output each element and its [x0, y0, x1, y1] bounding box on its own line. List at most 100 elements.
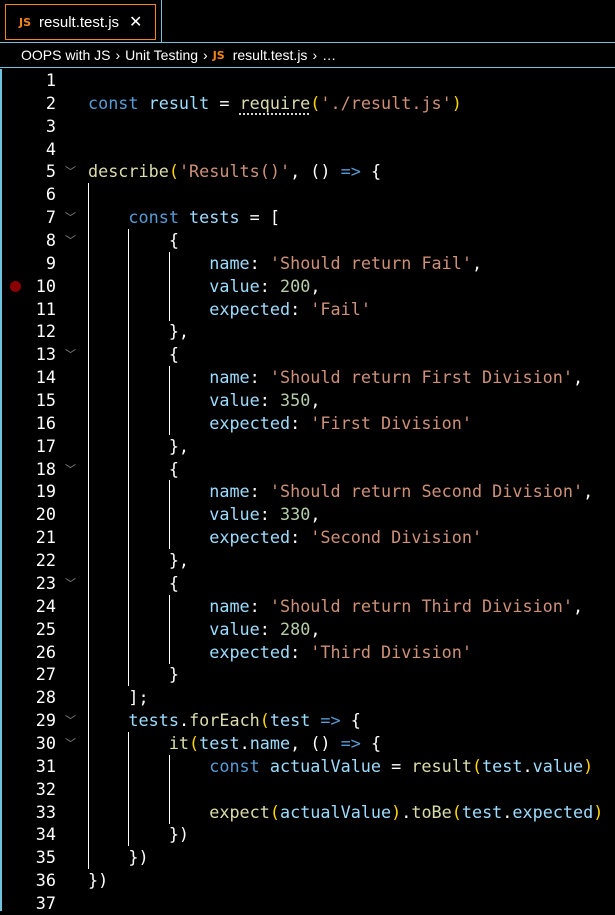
- line-number[interactable]: 1: [45, 70, 56, 90]
- close-icon[interactable]: ✕: [129, 14, 143, 31]
- line-number[interactable]: 2: [45, 92, 56, 113]
- indent-guide: [168, 526, 170, 550]
- code-line[interactable]: 11 expected: 'Fail': [2, 297, 615, 321]
- line-number[interactable]: 13: [35, 344, 56, 365]
- line-number[interactable]: 11: [35, 298, 56, 319]
- code-line[interactable]: 15 value: 350,: [2, 389, 615, 413]
- line-number[interactable]: 17: [35, 435, 56, 456]
- code-line[interactable]: 20 value: 330,: [2, 503, 615, 527]
- line-number[interactable]: 36: [35, 870, 56, 891]
- code-line[interactable]: 34 }): [2, 823, 615, 847]
- line-number[interactable]: 35: [35, 847, 56, 868]
- line-number[interactable]: 3: [45, 115, 56, 136]
- code-line[interactable]: 8﹀ {: [2, 229, 615, 253]
- breadcrumb-item[interactable]: OOPS with JS: [21, 47, 111, 63]
- breadcrumb-item[interactable]: Unit Testing: [125, 47, 199, 63]
- code-line[interactable]: 33 expect(actualValue).toBe(test.expecte…: [2, 800, 615, 824]
- breadcrumb-more[interactable]: …: [322, 47, 337, 63]
- line-number[interactable]: 6: [45, 184, 56, 205]
- fold-chevron-icon[interactable]: ﹀: [65, 576, 76, 590]
- fold-chevron-icon[interactable]: ﹀: [65, 736, 76, 750]
- code-line[interactable]: 7﹀ const tests = [: [2, 206, 615, 230]
- code-line[interactable]: 5﹀describe('Results()', () => {: [2, 160, 615, 183]
- line-number[interactable]: 23: [35, 572, 56, 593]
- indent-guide: [168, 640, 170, 664]
- code-line[interactable]: 4: [2, 138, 615, 161]
- line-number[interactable]: 14: [35, 367, 56, 388]
- code-line[interactable]: 28 ];: [2, 686, 615, 710]
- line-number[interactable]: 4: [45, 138, 56, 159]
- line-number[interactable]: 31: [35, 755, 56, 776]
- line-number[interactable]: 30: [35, 732, 56, 753]
- line-number[interactable]: 5: [45, 161, 56, 182]
- code-line[interactable]: 19 name: 'Should return Second Division'…: [2, 480, 615, 504]
- code-line[interactable]: 30﹀ it(test.name, () => {: [2, 731, 615, 755]
- code-text: value: 280,: [88, 618, 320, 641]
- line-number[interactable]: 26: [35, 641, 56, 662]
- line-number[interactable]: 24: [35, 595, 56, 616]
- code-line[interactable]: 16 expected: 'First Division': [2, 411, 615, 435]
- line-number[interactable]: 12: [35, 321, 56, 342]
- code-line[interactable]: 9 name: 'Should return Fail',: [2, 251, 615, 275]
- line-number[interactable]: 29: [35, 710, 56, 731]
- line-number[interactable]: 8: [45, 230, 56, 251]
- line-number[interactable]: 16: [35, 412, 56, 433]
- line-number[interactable]: 15: [35, 390, 56, 411]
- code-line[interactable]: 10 value: 200,: [2, 274, 615, 298]
- code-line[interactable]: 23﹀ {: [2, 571, 615, 595]
- code-line[interactable]: 37: [2, 892, 615, 915]
- fold-chevron-icon[interactable]: ﹀: [65, 714, 76, 728]
- code-token: test: [269, 710, 311, 731]
- fold-chevron-icon[interactable]: ﹀: [65, 462, 76, 476]
- code-line[interactable]: 17 },: [2, 434, 615, 458]
- code-line[interactable]: 36}): [2, 869, 615, 892]
- indent-guide: [88, 434, 89, 458]
- line-number[interactable]: 7: [45, 207, 56, 228]
- code-line[interactable]: 31 const actualValue = result(test.value…: [2, 754, 615, 778]
- code-token: ,: [471, 252, 483, 273]
- line-number[interactable]: 22: [35, 550, 56, 571]
- line-number[interactable]: 9: [45, 252, 56, 273]
- line-number[interactable]: 27: [35, 664, 56, 685]
- code-line[interactable]: 22 },: [2, 549, 615, 573]
- code-line[interactable]: 25 value: 280,: [2, 617, 615, 641]
- line-number[interactable]: 25: [35, 618, 56, 639]
- code-token: toBe: [411, 801, 452, 822]
- code-line[interactable]: 26 expected: 'Third Division': [2, 640, 615, 664]
- line-number[interactable]: 28: [35, 687, 56, 708]
- code-line[interactable]: 32: [2, 777, 615, 801]
- breakpoint-icon[interactable]: [10, 280, 21, 292]
- code-line[interactable]: 13﹀ {: [2, 343, 615, 367]
- code-line[interactable]: 27 }: [2, 663, 615, 687]
- code-line[interactable]: 29﹀ tests.forEach(test => {: [2, 709, 615, 733]
- code-line[interactable]: 21 expected: 'Second Division': [2, 526, 615, 550]
- code-line[interactable]: 18﹀ {: [2, 457, 615, 481]
- tab-result-test-js[interactable]: JS result.test.js ✕: [5, 4, 156, 40]
- fold-chevron-icon[interactable]: ﹀: [65, 234, 76, 248]
- line-number[interactable]: 37: [35, 892, 56, 913]
- line-number[interactable]: 20: [35, 504, 56, 525]
- code-token: =: [381, 755, 412, 776]
- code-line[interactable]: 14 name: 'Should return First Division',: [2, 366, 615, 390]
- line-number[interactable]: 21: [35, 527, 56, 548]
- breadcrumb-file[interactable]: result.test.js: [232, 47, 308, 63]
- line-number[interactable]: 19: [35, 481, 56, 502]
- line-number[interactable]: 32: [35, 778, 56, 799]
- fold-chevron-icon[interactable]: ﹀: [65, 165, 76, 179]
- code-line[interactable]: 1: [2, 69, 615, 92]
- line-number[interactable]: 34: [35, 824, 56, 845]
- line-number[interactable]: 10: [35, 275, 56, 296]
- code-token: [88, 207, 128, 227]
- line-number[interactable]: 18: [35, 458, 56, 479]
- code-line[interactable]: 12 },: [2, 320, 615, 344]
- fold-chevron-icon[interactable]: ﹀: [65, 348, 76, 362]
- fold-chevron-icon[interactable]: ﹀: [65, 211, 76, 225]
- code-line[interactable]: 24 name: 'Should return Third Division',: [2, 594, 615, 618]
- code-line[interactable]: 3: [2, 115, 615, 138]
- indent-guide: [128, 434, 130, 458]
- code-line[interactable]: 6: [2, 183, 615, 207]
- code-line[interactable]: 35 }): [2, 846, 615, 870]
- line-number[interactable]: 33: [35, 801, 56, 822]
